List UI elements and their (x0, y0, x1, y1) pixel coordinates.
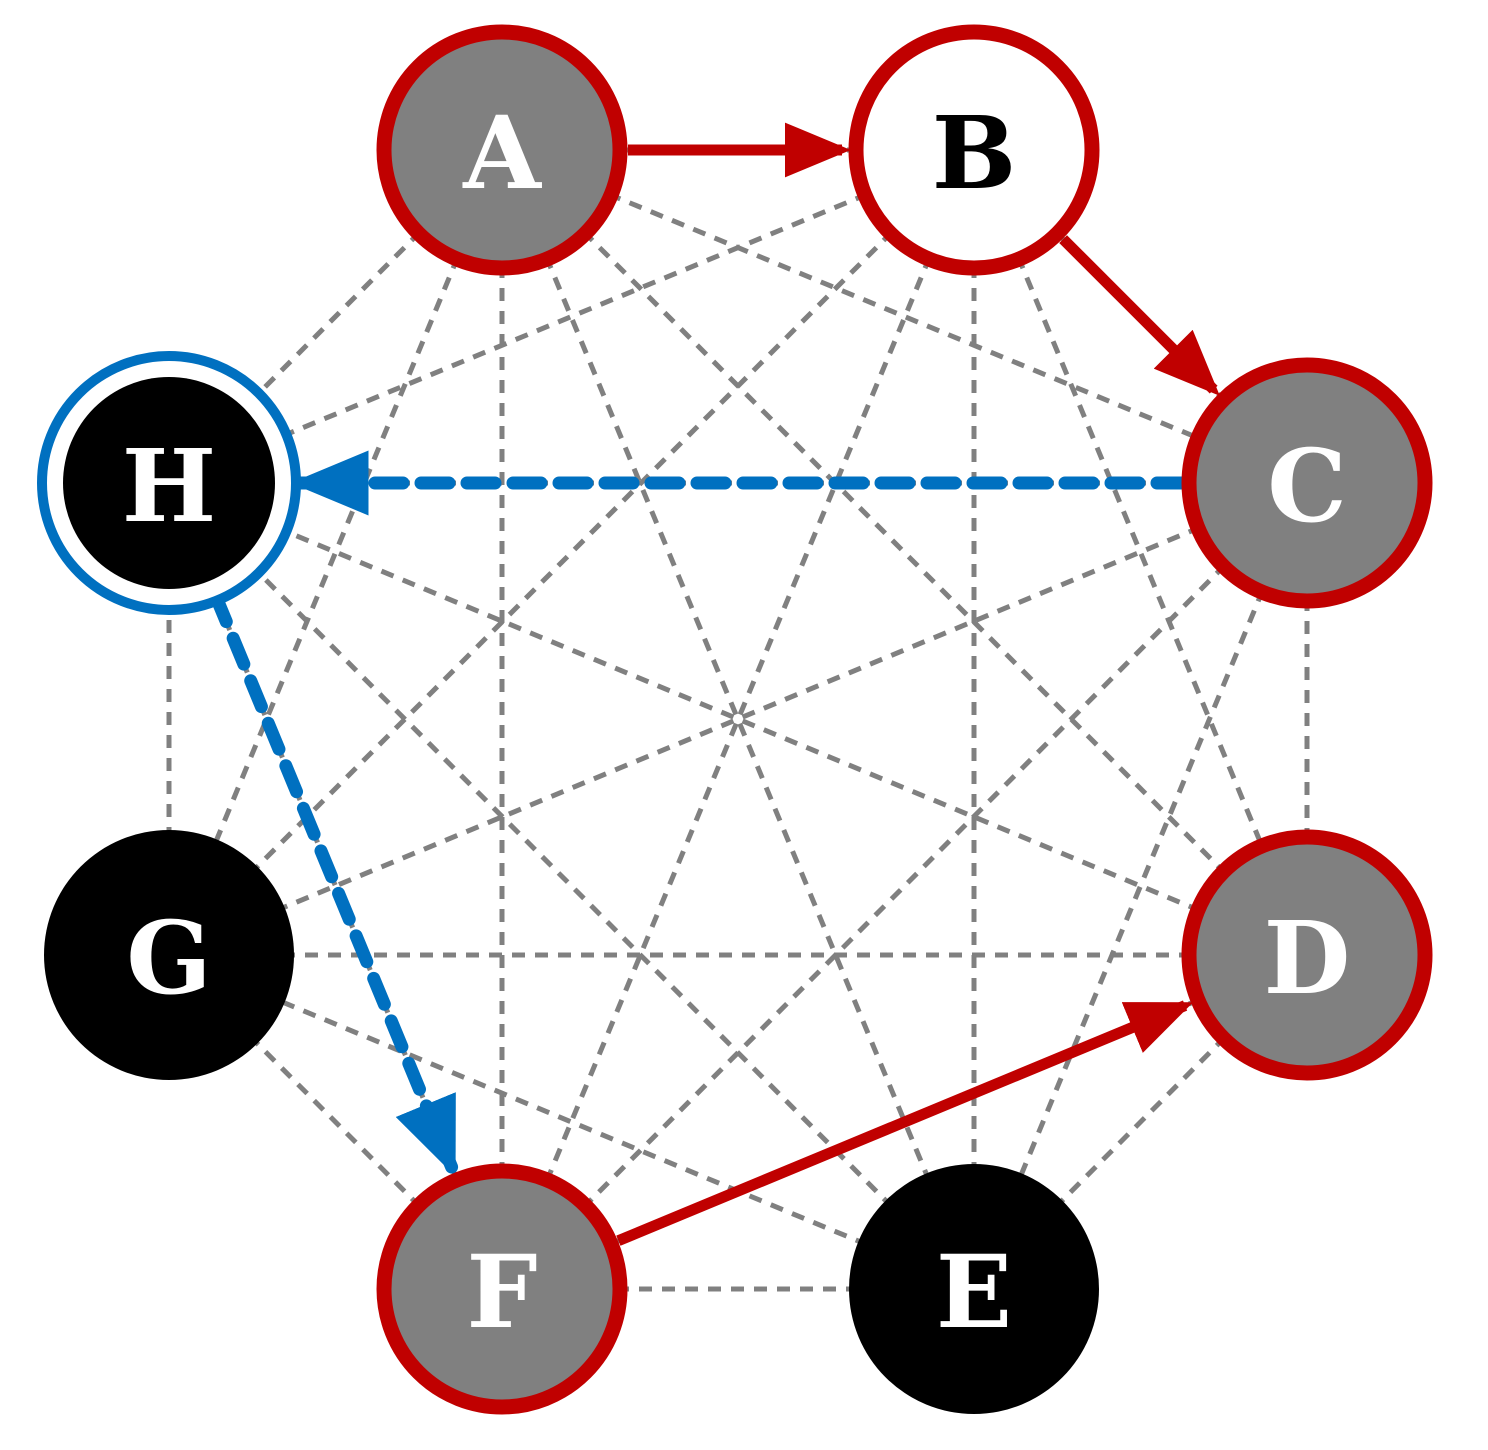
node-circle (376, 24, 628, 276)
edge-C-F (500, 481, 1309, 1291)
node-g: G (44, 830, 294, 1080)
edge-A-C (501, 147, 1308, 486)
node-label: F (467, 1233, 538, 1351)
edge-B-G (167, 148, 976, 957)
node-label: A (462, 94, 542, 212)
edge-C-E (971, 482, 1310, 1290)
node-label: G (126, 899, 211, 1017)
node-d: D (1181, 829, 1433, 1081)
node-e: E (849, 1164, 1099, 1414)
node-h: H (37, 351, 301, 615)
node-circle (44, 830, 294, 1080)
node-a: A (376, 24, 628, 276)
edge-B-H (168, 147, 975, 486)
graph-nodes: A B C D E F G H (37, 24, 1433, 1415)
node-label: B (932, 94, 1017, 212)
blue-arrow-H-F (209, 589, 459, 1177)
node-circle (376, 1163, 628, 1415)
red-arrow-F-D (616, 1000, 1194, 1246)
node-circle (63, 377, 275, 589)
edge-B-D (971, 149, 1310, 956)
node-label: H (122, 427, 216, 545)
node-label: D (1264, 899, 1351, 1017)
node-label: E (936, 1233, 1012, 1351)
edge-A-D (500, 148, 1309, 957)
node-circle (849, 1164, 1099, 1414)
node-label: C (1267, 427, 1347, 545)
red-arrow-B-C (1059, 235, 1220, 396)
highlighted-path-edges (209, 122, 1220, 1246)
node-c: C (1181, 357, 1433, 609)
node-circle (1181, 357, 1433, 609)
node-b: B (848, 24, 1100, 276)
edge-E-H (167, 481, 976, 1291)
node-circle (848, 24, 1100, 276)
edge-E-G (168, 952, 975, 1292)
node-f: F (376, 1163, 628, 1415)
edge-A-G (166, 149, 505, 956)
node-circle (1181, 829, 1433, 1081)
background-edges (166, 147, 1310, 1292)
